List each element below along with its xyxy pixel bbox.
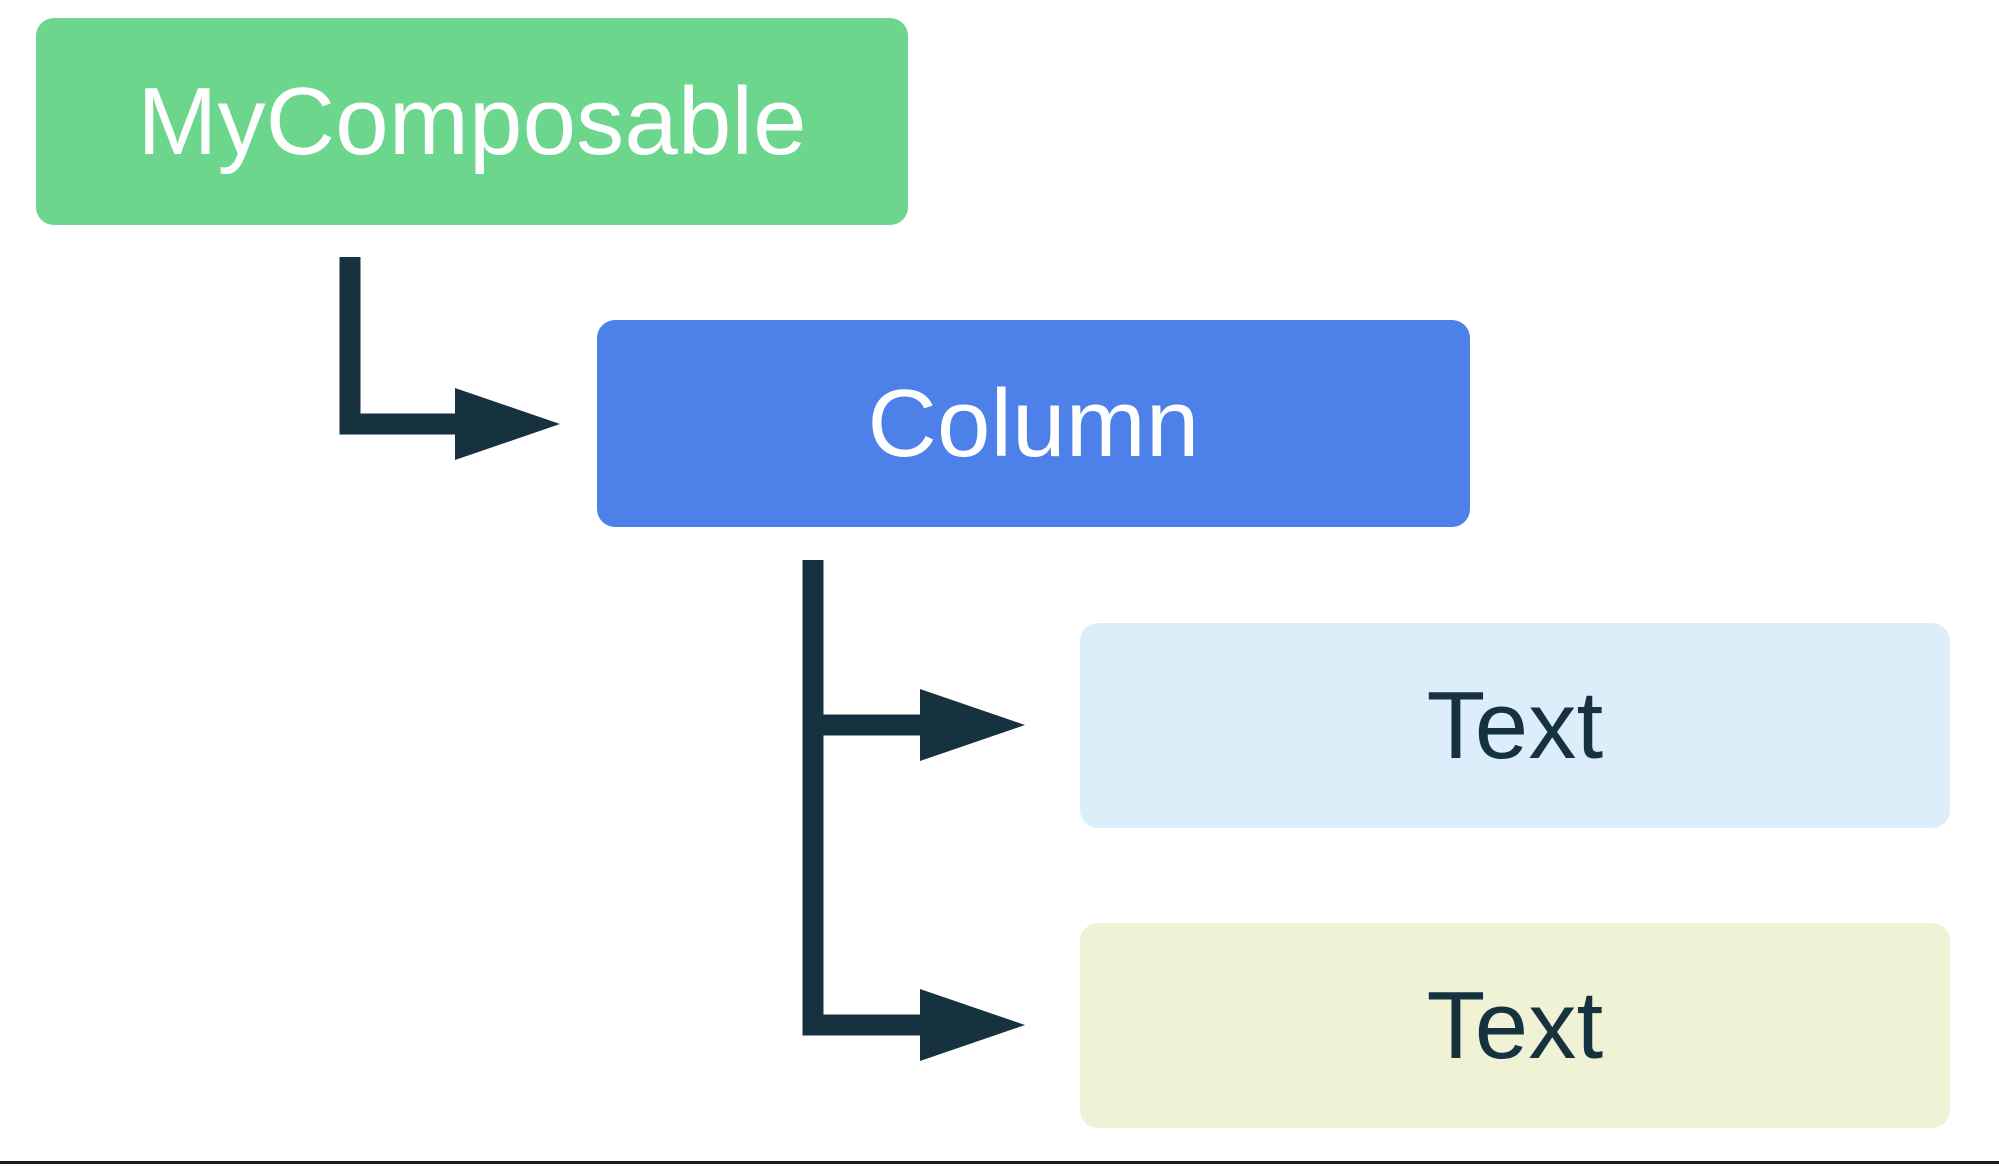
node-my-composable[interactable]: MyComposable [36,18,908,225]
edge-column-to-text-1-arrowhead [920,689,1025,761]
node-column-label: Column [867,369,1200,477]
edge-column-to-text-2-line [802,725,925,1036]
node-my-composable-label: MyComposable [137,67,807,175]
edge-column-to-text-1-line [802,560,925,736]
edge-column-to-text-1 [802,560,1025,761]
node-column[interactable]: Column [597,320,1470,527]
node-text-first[interactable]: Text [1080,623,1950,828]
node-text-second[interactable]: Text [1080,923,1950,1128]
node-text-second-label: Text [1426,971,1604,1079]
edge-column-to-text-2 [802,725,1025,1061]
node-text-first-label: Text [1426,671,1604,779]
edge-root-to-column-line [339,257,460,435]
edge-column-to-text-2-arrowhead [920,989,1025,1061]
bottom-divider [0,1161,1999,1164]
edge-root-to-column-arrowhead [455,388,560,460]
edge-root-to-column [339,257,560,460]
